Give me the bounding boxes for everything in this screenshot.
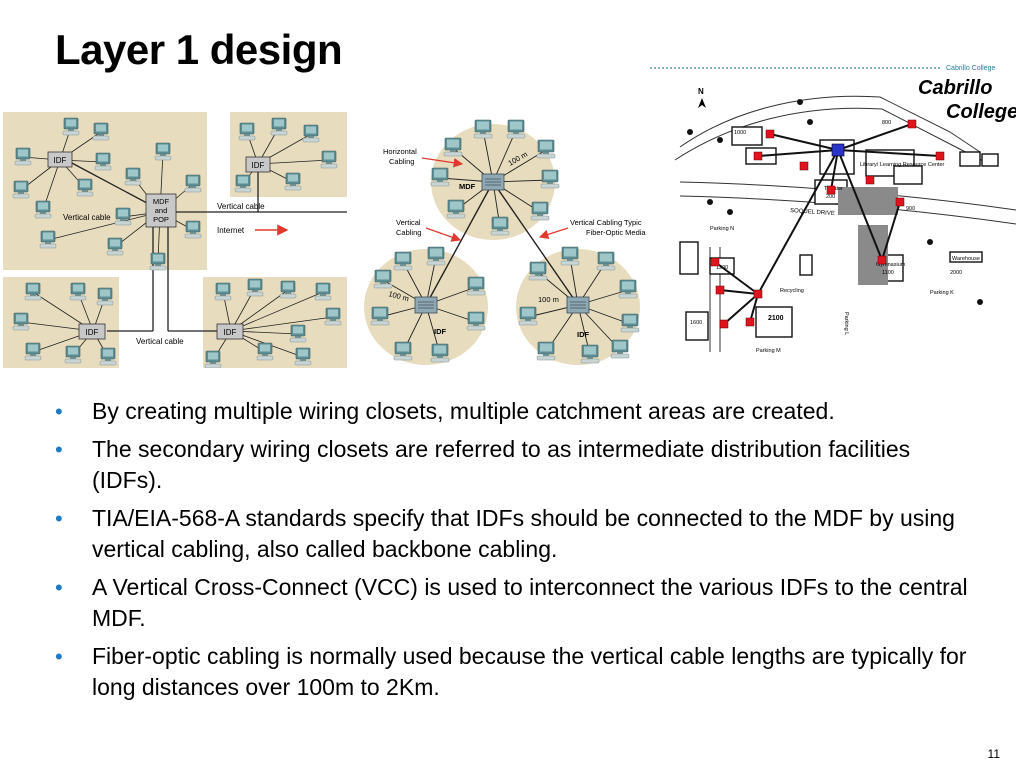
svg-text:MDF: MDF	[153, 197, 170, 206]
idf-box: IDF	[245, 156, 271, 173]
mdf-pop-box: MDF and POP	[145, 193, 177, 228]
building-label: 1100	[882, 270, 894, 276]
mdf-switch-icon	[481, 173, 505, 191]
parking-label: Parking K	[930, 290, 954, 296]
distance-label: 100 m	[538, 295, 559, 304]
arrow-icon	[538, 227, 569, 239]
bullet-icon: •	[55, 399, 63, 424]
page-number: 11	[987, 747, 1000, 761]
north-label: N	[698, 87, 704, 96]
idf-box: IDF	[216, 323, 244, 340]
parking-label: Parking L	[843, 312, 849, 335]
arrow-icon	[421, 157, 464, 168]
svg-text:and: and	[155, 206, 168, 215]
arrow-icon	[425, 227, 462, 242]
parking-label: Parking N	[710, 226, 734, 232]
bullet-icon: •	[55, 437, 63, 462]
star-topology-diagram: MDF IDF IDF 100 m 100 m 100 m Horizontal…	[364, 119, 646, 365]
catchment-area	[3, 112, 207, 270]
idf-box: IDF	[47, 151, 73, 168]
svg-text:POP: POP	[153, 215, 169, 224]
map-label: Recycling	[780, 288, 804, 294]
fiber-media-label: Fiber-Optic Media	[586, 228, 646, 237]
building-label: 1000	[734, 130, 746, 136]
bullet-item: •A Vertical Cross-Connect (VCC) is used …	[55, 574, 968, 631]
parking-label: Parking M	[756, 348, 781, 354]
idf-markers	[710, 119, 945, 329]
vertical-typical-label: Vertical Cabling Typic	[570, 218, 642, 227]
svg-text:IDF: IDF	[86, 328, 99, 337]
mdf-idf-topology-diagram: IDF IDF IDF IDF MDF and POP Vertical cab…	[3, 112, 347, 368]
college-logo-line1: Cabrillo	[918, 77, 992, 99]
svg-text:IDF: IDF	[224, 328, 237, 337]
north-arrow-icon	[698, 98, 706, 108]
idf-box: IDF	[78, 323, 106, 340]
building-label: 900	[906, 206, 915, 212]
mdf-marker	[831, 143, 845, 157]
bullet-icon: •	[55, 644, 63, 669]
bullet-icon: •	[55, 575, 63, 600]
vertical-cabling-label: Vertical	[396, 218, 421, 227]
campus-map: Cabrillo College Cabrillo College N SOQU…	[650, 62, 1016, 360]
idf-label: IDF	[577, 330, 590, 339]
bullet-item: •The secondary wiring closets are referr…	[55, 436, 911, 493]
bullet-item: •TIA/EIA-568-A standards specify that ID…	[55, 505, 955, 562]
college-logo-line2: College	[946, 101, 1016, 123]
internet-label: Internet	[217, 226, 245, 235]
vertical-cable-label: Vertical cable	[217, 202, 265, 211]
building-label: 2100	[768, 315, 784, 322]
building-label: Gymnasium	[876, 262, 906, 268]
college-header: Cabrillo College	[946, 65, 996, 72]
building-label: 800	[882, 120, 891, 126]
vertical-cabling-label-2: Cabling	[396, 228, 421, 237]
building-label: 200	[826, 194, 835, 200]
svg-text:IDF: IDF	[54, 156, 67, 165]
bullet-item: •By creating multiple wiring closets, mu…	[55, 396, 985, 427]
bullet-list: •By creating multiple wiring closets, mu…	[55, 396, 985, 710]
vertical-cable-label: Vertical cable	[136, 337, 184, 346]
bullet-icon: •	[55, 506, 63, 531]
mdf-label: MDF	[459, 182, 476, 191]
bullet-item: •Fiber-optic cabling is normally used be…	[55, 643, 967, 700]
building-label: Library/ Learning Resource Center	[860, 162, 945, 168]
horizontal-cabling-label-2: Cabling	[389, 157, 414, 166]
horizontal-cabling-label: Horizontal	[383, 147, 417, 156]
building-label: 1600	[690, 320, 702, 326]
idf-switch-icon	[566, 296, 590, 314]
svg-text:IDF: IDF	[252, 161, 265, 170]
idf-label: IDF	[434, 327, 447, 336]
idf-switch-icon	[414, 296, 438, 314]
building-label: 2000	[950, 270, 962, 276]
parking-structure	[838, 187, 898, 215]
building-label: Warehouse	[952, 256, 980, 262]
slide-title: Layer 1 design	[55, 26, 343, 73]
vertical-cable-label: Vertical cable	[63, 213, 111, 222]
road-label: SOQUEL DRIVE	[790, 208, 835, 217]
